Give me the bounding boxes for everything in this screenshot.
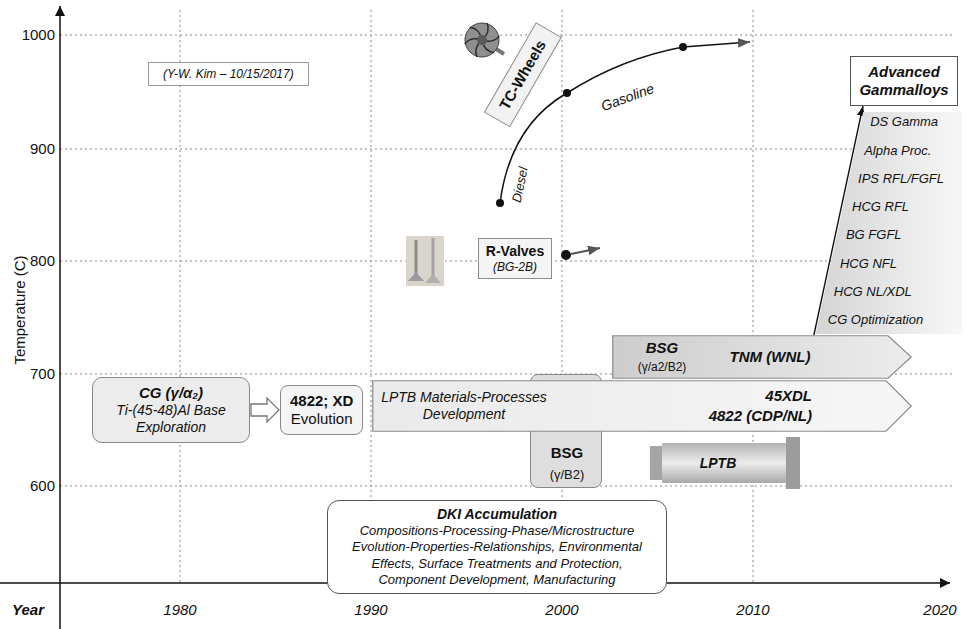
valve-stem	[415, 240, 418, 274]
approach-list: DS GammaAlpha Proc. IPS RFL/FGFL HCG RFL BG…	[812, 100, 964, 340]
box-text: (Y-W. Kim – 10/15/2017)	[163, 67, 294, 81]
blade-root	[786, 437, 800, 489]
list-band	[812, 100, 964, 340]
axis-title: Temperature (C)	[11, 255, 29, 364]
axis-tick: 900	[30, 140, 55, 158]
flow-arrow	[251, 398, 279, 422]
turbo-wheel-picture	[464, 23, 504, 57]
part-label: LPTB	[700, 455, 737, 472]
phase-box: 4822; XDEvolution	[280, 385, 363, 435]
phase-box: CG (γ/α₂)Ti-(45-48)Al Base Exploration	[92, 377, 250, 443]
box-text: CG Optimization	[828, 312, 923, 328]
box-text: TC-Wheels	[496, 37, 550, 113]
axis-tick: 600	[30, 477, 55, 495]
box-text: BSG	[646, 339, 679, 357]
box-text: Evolution	[291, 410, 353, 428]
blade-shroud	[650, 446, 662, 480]
axis-tick: 1000	[22, 26, 55, 44]
box-text: (γ/a2/B2)	[638, 360, 687, 374]
grid-line	[60, 149, 952, 150]
box-text: 4822; XD	[290, 392, 353, 410]
valve-picture	[406, 236, 444, 286]
box-text: HCG RFL	[852, 199, 909, 215]
grid-line	[371, 10, 372, 583]
axis-tick: 1990	[354, 601, 387, 619]
turbine-blade-picture	[650, 437, 800, 489]
axis-tick: 2020	[923, 601, 956, 619]
box-text: (γ/B2)	[550, 467, 585, 483]
turbo-hub	[477, 35, 487, 45]
curve-dot	[563, 89, 571, 97]
box-text: DKI Accumulation	[437, 506, 557, 523]
box-text: HCG NFL	[840, 256, 897, 272]
box-text: HCG NL/XDL	[834, 284, 912, 300]
grid-line	[60, 35, 952, 36]
valve-head	[408, 272, 424, 281]
grid-line	[180, 10, 181, 583]
grid	[60, 10, 952, 583]
box-text: CG (γ/α₂)	[139, 384, 203, 402]
box-text: DS Gamma	[870, 114, 938, 130]
grid-line	[60, 486, 952, 487]
application-box: R-Valves(BG-2B)	[478, 238, 552, 279]
curve-dot	[679, 43, 687, 51]
valve-arrow	[571, 248, 600, 254]
turbo-disc	[465, 23, 499, 57]
valve-dot	[561, 250, 571, 260]
axis-tick: 1980	[163, 601, 196, 619]
box-text: LPTB Materials-Processes Development	[374, 389, 554, 423]
box-text: (BG-2B)	[493, 260, 537, 274]
box-text: Advanced Gammalloys	[857, 63, 951, 99]
axis-title: Year	[12, 601, 44, 619]
box-text: BG FGFL	[846, 227, 902, 243]
arrow-outline	[373, 381, 912, 432]
knowledge-box: DKI AccumulationCompositions-Processing-…	[327, 500, 667, 594]
grid-line	[753, 10, 754, 583]
box-text: IPS RFL/FGFL	[858, 171, 944, 187]
curve-dot	[496, 199, 504, 207]
valve-head	[425, 274, 441, 283]
box-text: Alpha Proc.	[864, 143, 931, 159]
y-axis	[59, 6, 61, 629]
box-text: 4822 (CDP/NL)	[709, 407, 812, 425]
box-text: Ti-(45-48)Al Base Exploration	[99, 402, 243, 436]
axis-tick: 2000	[545, 601, 578, 619]
development-arrow: LPTB Materials-Processes Development 45XD…	[372, 380, 912, 432]
note-box: (Y-W. Kim – 10/15/2017)	[148, 62, 309, 86]
curve-label: Diesel	[509, 166, 532, 205]
box-text: BSG	[551, 444, 584, 462]
arrow-outline	[613, 336, 912, 379]
photo-ground	[406, 236, 444, 286]
box-text: TNM (WNL)	[730, 348, 811, 366]
box-text: R-Valves	[486, 243, 544, 260]
axis-tick: 700	[30, 365, 55, 383]
curve-label: Gasoline	[599, 80, 657, 115]
box-text: Compositions-Processing-Phase/Microstruc…	[336, 523, 658, 588]
box-text: 45XDL	[765, 387, 812, 405]
development-arrow: BSG (γ/a2/B2) TNM (WNL)	[612, 335, 912, 379]
blade-airfoil	[662, 443, 786, 483]
axis-tick: 2010	[736, 601, 769, 619]
list-band	[816, 112, 962, 334]
axis-tick: 800	[30, 252, 55, 270]
goal-box: Advanced Gammalloys	[850, 56, 958, 106]
valve-stem	[432, 238, 435, 276]
